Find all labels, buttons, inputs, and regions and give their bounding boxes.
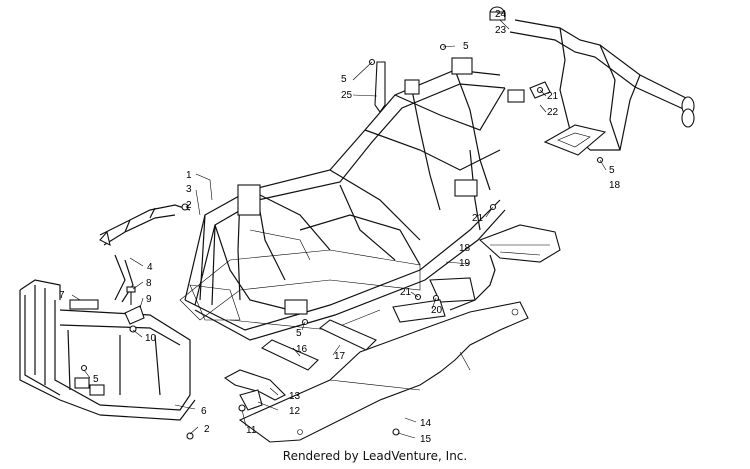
render-credit: Rendered by LeadVenture, Inc.	[282, 449, 468, 463]
callout-5-top: 5	[463, 41, 469, 52]
main-frame	[184, 57, 525, 341]
front-bumper	[19, 279, 196, 421]
front-rack	[99, 204, 191, 303]
callout-21-mid: 21	[472, 213, 484, 224]
callout-20: 20	[431, 305, 443, 316]
callout-14: 14	[420, 418, 432, 429]
skid-plate	[238, 301, 529, 443]
callout-7: 7	[59, 290, 65, 301]
callout-21-top: 21	[547, 91, 559, 102]
callout-1: 1	[186, 170, 192, 181]
callout-3: 3	[186, 184, 192, 195]
callout-8: 8	[146, 278, 152, 289]
callout-23: 23	[495, 25, 507, 36]
callout-13: 13	[289, 391, 301, 402]
callout-18-mid: 18	[459, 243, 471, 254]
callout-16: 16	[296, 344, 308, 355]
callout-24: 24	[495, 9, 507, 20]
leader-lines	[71, 12, 607, 439]
callout-9: 9	[146, 294, 152, 305]
lower-floor-panel	[179, 249, 421, 331]
callout-5-center: 5	[296, 328, 302, 339]
right-footrest-bracket	[392, 224, 561, 323]
callout-21-lower: 21	[400, 287, 412, 298]
callout-12: 12	[289, 406, 301, 417]
callout-10: 10	[145, 333, 157, 344]
callout-25: 25	[341, 90, 353, 101]
callout-17: 17	[334, 351, 346, 362]
callout-5-right: 5	[609, 165, 615, 176]
callout-2-lower: 2	[204, 424, 210, 435]
rear-rack	[489, 6, 695, 156]
callout-19: 19	[459, 258, 471, 269]
callout-4: 4	[147, 262, 153, 273]
callout-2-upper: 2	[186, 200, 192, 211]
callout-18-right: 18	[609, 180, 621, 191]
callout-22: 22	[547, 107, 559, 118]
callout-6: 6	[201, 406, 207, 417]
callout-5-left: 5	[341, 74, 347, 85]
callout-15: 15	[420, 434, 432, 445]
callout-labels: 1 2 2 3 4 5 5 5 5 5 6 7 8 9 10 11 12 13 …	[59, 9, 621, 445]
callout-11: 11	[246, 425, 257, 436]
callout-5-bumper: 5	[93, 374, 99, 385]
